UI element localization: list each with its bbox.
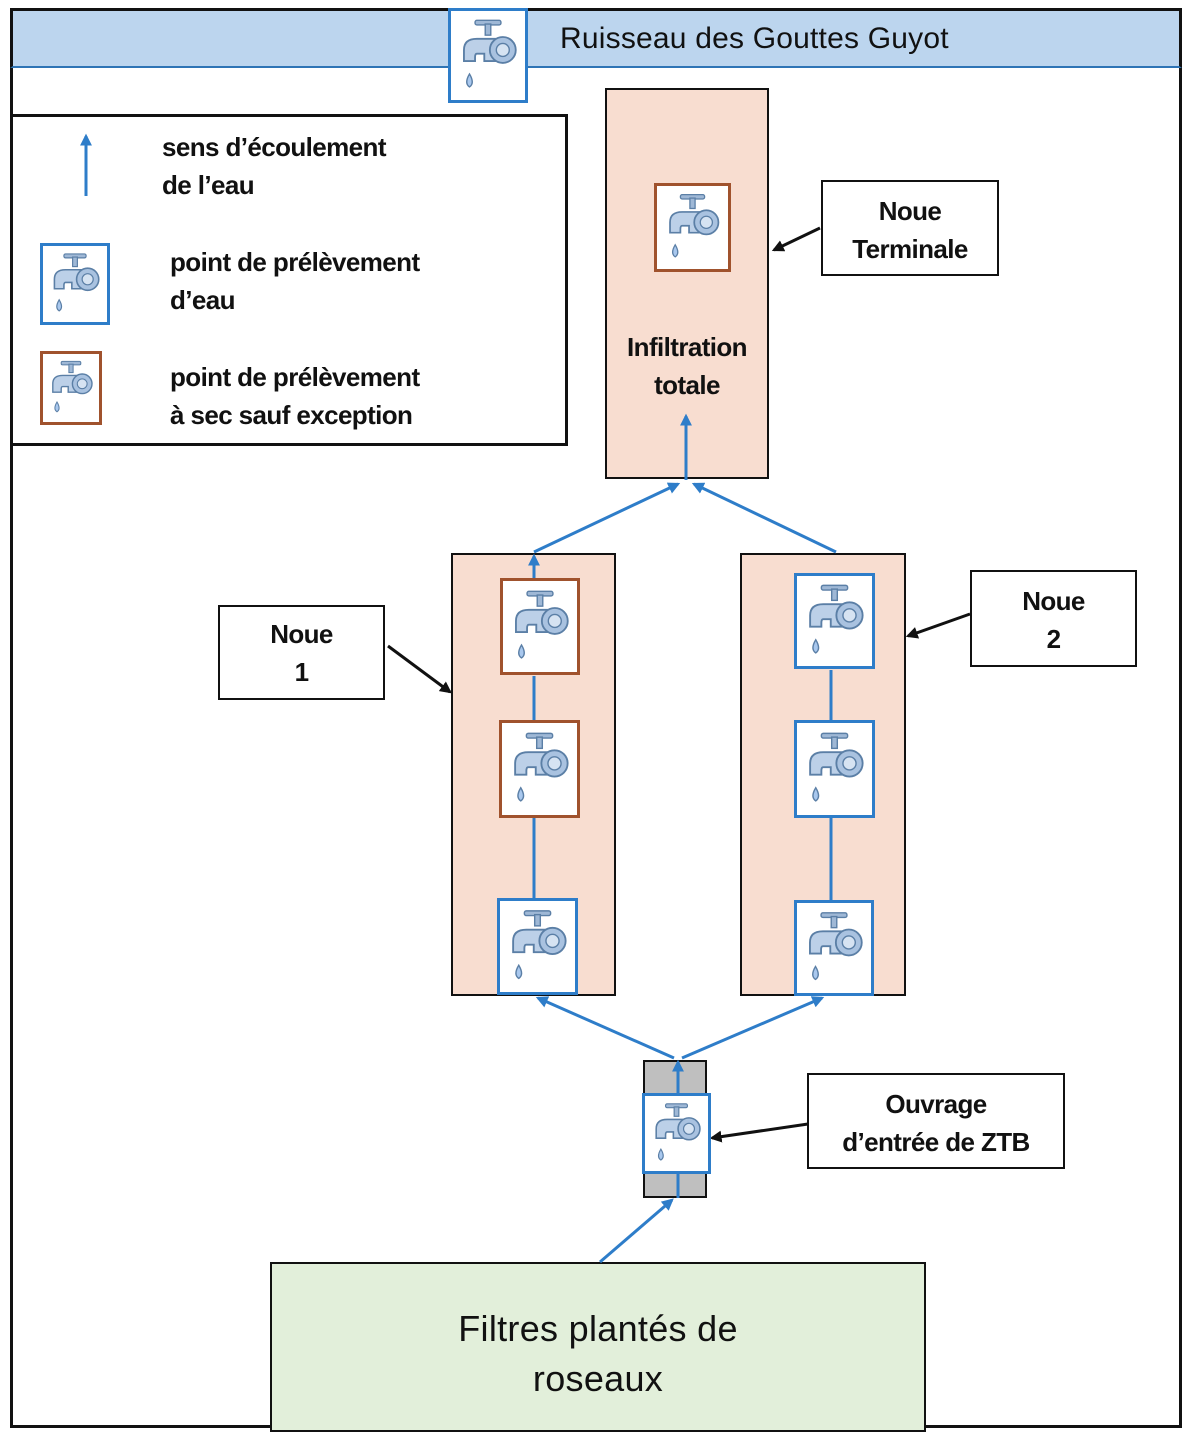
noue-terminale-label-line1: Noue [878, 196, 942, 226]
ouvrage-label-line2: d’entrée de ZTB [842, 1127, 1030, 1157]
ouvrage-label-line1: Ouvrage [885, 1089, 987, 1119]
filters-label-line1: Filtres plantés de [458, 1308, 738, 1349]
noue-1-label-line2: 1 [294, 657, 309, 687]
pointer-arrow-noue-1 [387, 644, 452, 694]
ouvrage-tap-icon [642, 1093, 711, 1174]
noue-2-label-box [970, 570, 1137, 667]
legend-water-line2: d’eau [170, 285, 236, 315]
legend-dry-line2: à sec sauf exception [170, 400, 413, 430]
pointer-arrow-ouvrage [709, 1122, 809, 1143]
river-title: Ruisseau des Gouttes Guyot [560, 22, 949, 55]
legend-water-tap-icon [40, 243, 110, 325]
noue-terminale-label-box [821, 180, 999, 276]
noue-1-tap-middle-icon [499, 720, 580, 818]
legend-dry-line1: point de prélèvement [170, 362, 420, 392]
terminale-tap-icon [654, 183, 731, 272]
flow-arrow-filters-ouvrage [599, 1198, 674, 1264]
noue-terminale-label-line2: Terminale [852, 234, 968, 264]
flow-arrow-to-noue-2 [681, 996, 825, 1060]
legend-flow-line1: sens d’écoulement [162, 132, 386, 162]
infiltration-label-line1: Infiltration [627, 332, 748, 362]
river-tap-icon [448, 8, 528, 103]
noue-2-label-line1: Noue [1022, 586, 1085, 616]
legend-flow-line2: de l’eau [162, 170, 255, 200]
noue-2-tap-middle-icon [794, 720, 875, 818]
flow-arrow-noue-2-to-terminale [691, 482, 837, 554]
noue-2-label-line2: 2 [1046, 624, 1061, 654]
noue-1-tap-top-icon [500, 578, 580, 675]
pointer-arrow-noue-2 [905, 612, 971, 639]
ouvrage-label-box [807, 1073, 1065, 1169]
river-band [10, 8, 1182, 68]
noue-2-tap-bottom-icon [794, 900, 874, 996]
flow-arrow-to-noue-1 [535, 996, 675, 1060]
pointer-arrow-noue-terminale [771, 226, 821, 252]
filters-label-line2: roseaux [532, 1358, 664, 1399]
noue-1-label-box [218, 605, 385, 700]
legend-water-line1: point de prélèvement [170, 247, 420, 277]
legend-dry-tap-icon [40, 351, 102, 425]
infiltration-label-line2: totale [654, 370, 720, 400]
noue-1-tap-bottom-icon [497, 898, 578, 995]
flow-arrow-noue-1-to-terminale [533, 482, 681, 554]
noue-2-tap-top-icon [794, 573, 875, 669]
noue-1-label-line1: Noue [270, 619, 333, 649]
